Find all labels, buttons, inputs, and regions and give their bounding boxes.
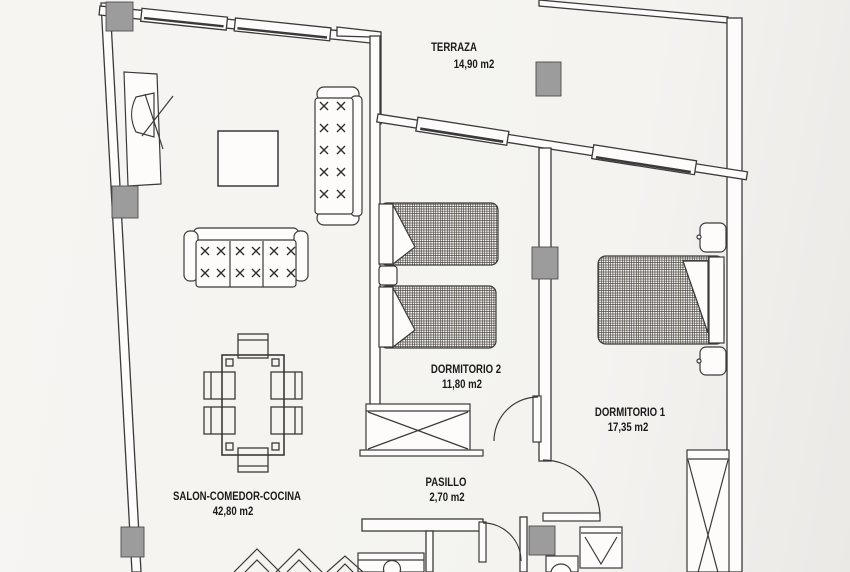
room-area-dormitorio-1: 17,35 m2 <box>607 420 649 434</box>
bed-icon <box>597 255 725 345</box>
dorm1-dorm2-wall <box>538 147 552 462</box>
salon-window-wall <box>98 5 382 45</box>
nightstand-icon <box>696 346 727 376</box>
chair-icon <box>203 371 236 400</box>
room-label-dormitorio-1: DORMITORIO 1 <box>594 405 666 419</box>
wardrobe-icon <box>686 449 730 572</box>
chair-diamond-icon <box>233 548 281 572</box>
terraza-top-wall <box>538 0 729 24</box>
chair-icon <box>203 406 236 435</box>
toilet-icon <box>545 555 579 572</box>
room-label-dormitorio-2: DORMITORIO 2 <box>430 362 502 376</box>
room-label-terraza: TERRAZA <box>431 40 477 54</box>
door-jamb-wall <box>519 516 528 572</box>
room-area-salon: 42,80 m2 <box>212 504 254 518</box>
dorm1-door <box>542 459 601 522</box>
column-pillar <box>105 1 134 32</box>
column-pillar <box>111 185 139 219</box>
room-area-pasillo: 2,70 m2 <box>429 490 465 504</box>
column-pillar <box>531 246 559 280</box>
terraza-window-band <box>376 113 749 181</box>
wardrobe-icon <box>359 403 484 457</box>
dining-table-icon <box>203 333 303 473</box>
sofa-icon <box>183 227 309 288</box>
bath-partition-wall <box>425 530 434 572</box>
chair-icon <box>237 333 269 359</box>
nightstand-icon <box>378 265 398 286</box>
bath-door <box>478 521 522 563</box>
right-exterior-wall <box>726 17 743 572</box>
room-label-salon: SALON-COMEDOR-COCINA <box>173 489 301 503</box>
bed-icon <box>378 202 499 266</box>
chair-diamond-icon <box>326 555 364 572</box>
bath-top-wall <box>361 518 484 532</box>
column-pillar <box>535 61 562 97</box>
column-pillar <box>528 525 556 556</box>
window-icon <box>590 144 698 176</box>
shower-icon <box>579 526 623 569</box>
sofa-icon <box>314 86 363 226</box>
bed-icon <box>378 285 497 349</box>
dorm2-door <box>493 395 542 443</box>
room-label-pasillo: PASILLO <box>425 475 467 489</box>
chair-icon <box>270 371 303 400</box>
room-area-terraza: 14,90 m2 <box>453 57 495 71</box>
chair-icon <box>237 447 269 473</box>
coffee-table-icon <box>217 130 279 187</box>
chair-icon <box>270 406 303 435</box>
nightstand-icon <box>696 222 727 253</box>
washbasin-icon <box>357 552 425 572</box>
chair-diamond-icon <box>275 548 323 572</box>
tv-icon <box>130 92 174 150</box>
room-area-dormitorio-2: 11,80 m2 <box>441 377 483 391</box>
column-pillar <box>120 526 145 558</box>
